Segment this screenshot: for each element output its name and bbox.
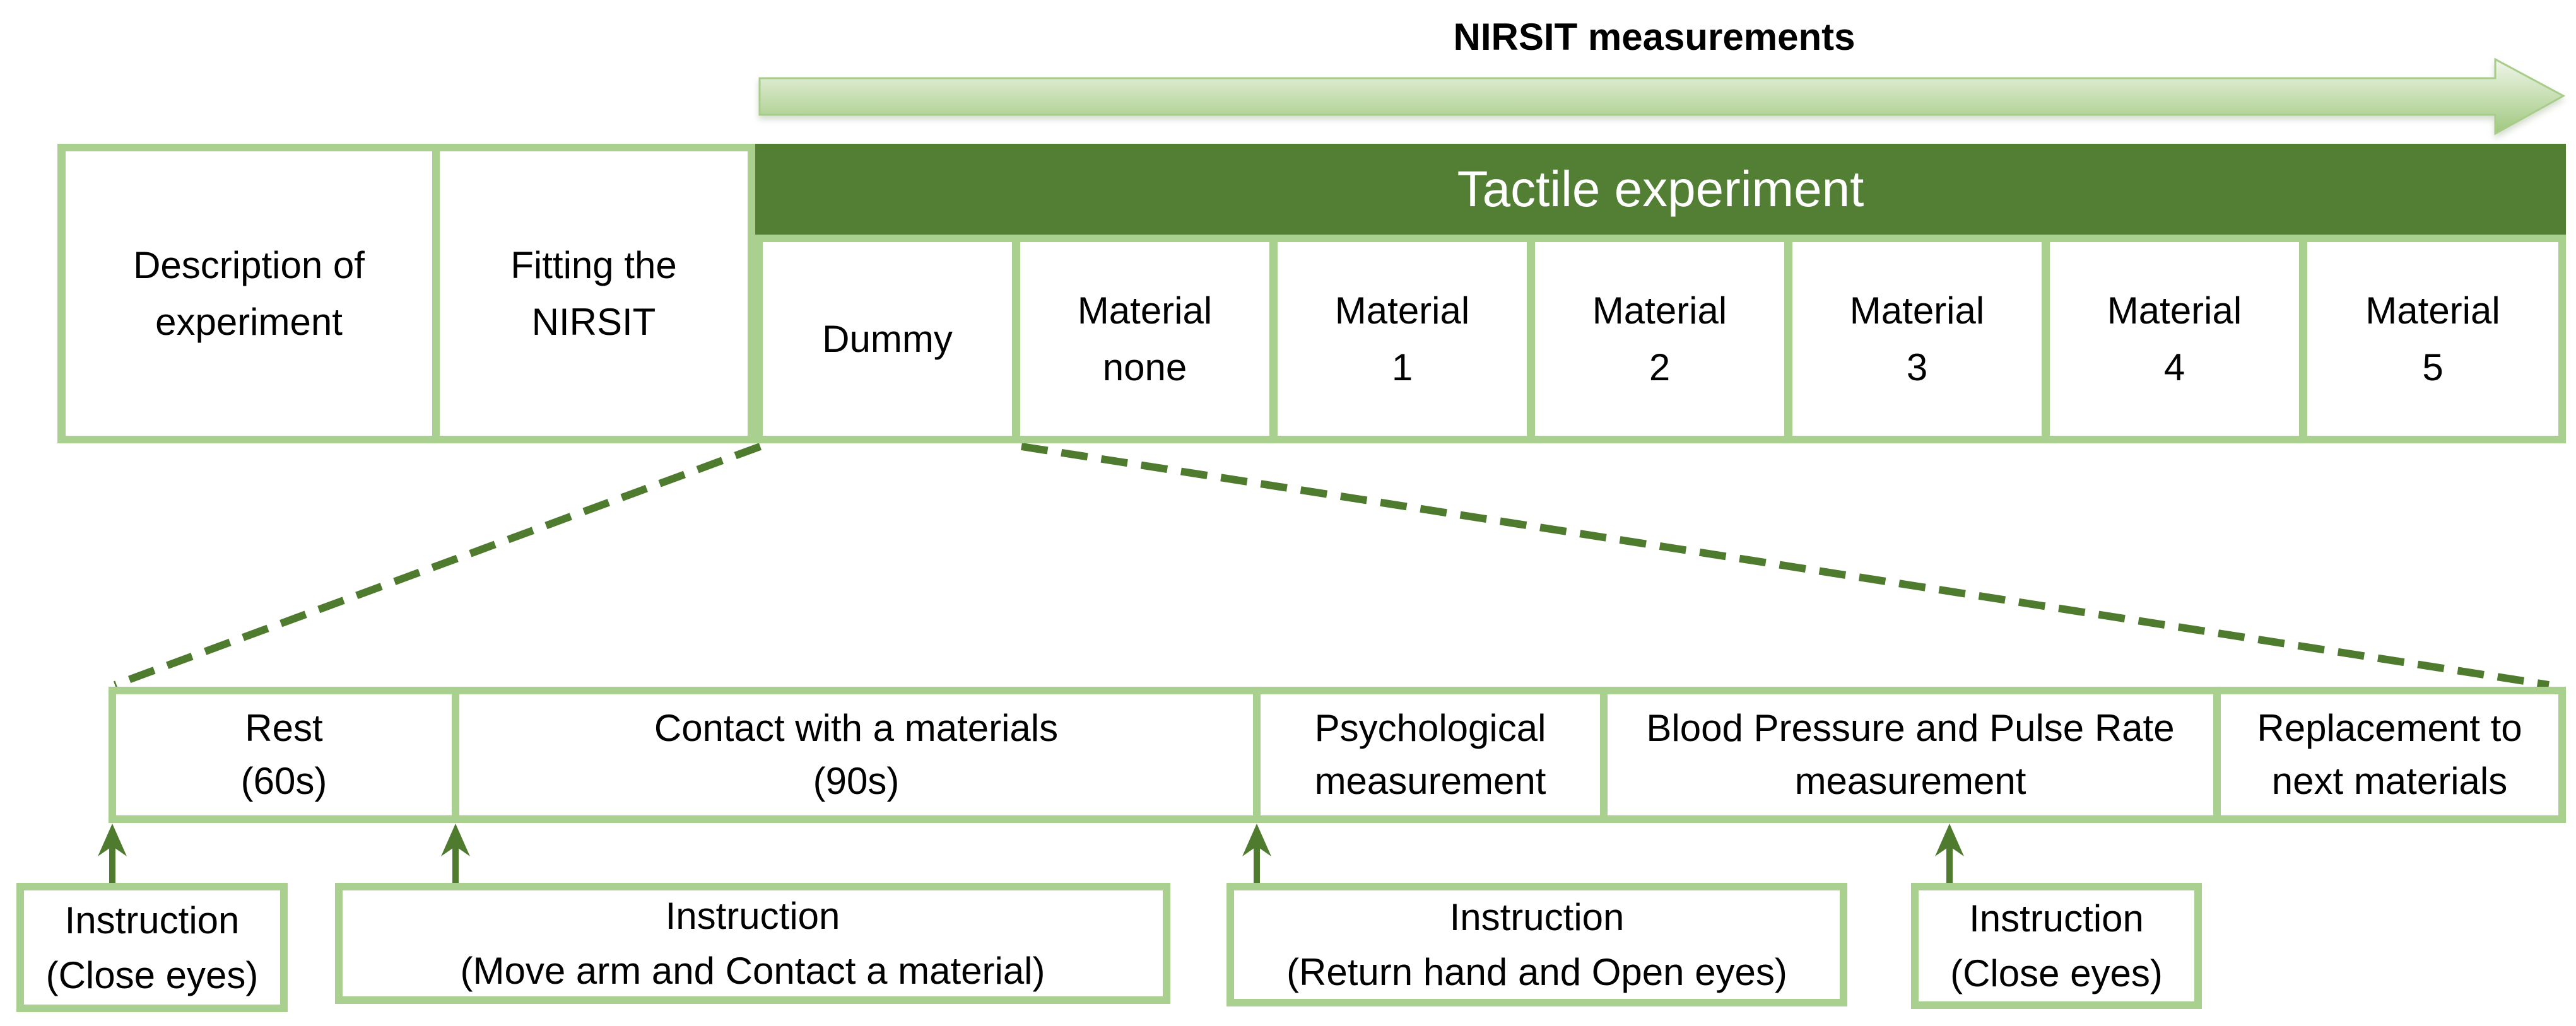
instruction-box-move-arm: Instruction (Move arm and Contact a mate… <box>335 883 1170 1004</box>
material-box-1: Material 1 <box>1278 242 1527 436</box>
instruction-box-close-eyes-2: Instruction (Close eyes) <box>1911 883 2202 1009</box>
diagram-title: NIRSIT measurements <box>1453 16 1856 58</box>
nirsit-measurements-arrow <box>758 57 2566 136</box>
material-box-2: Material 2 <box>1535 242 1784 436</box>
instruction-arrow-2 <box>441 824 470 883</box>
material-box-4: Material 4 <box>2050 242 2299 436</box>
phase-box-description: Description of experiment <box>66 151 432 436</box>
phase-box-fitting: Fitting the NIRSIT <box>440 151 748 436</box>
step-replacement: Replacement to next materials <box>2221 694 2558 815</box>
instruction-box-close-eyes-1: Instruction (Close eyes) <box>16 883 288 1012</box>
expand-dashed-line-left <box>113 443 762 689</box>
material-box-3: Material 3 <box>1792 242 2042 436</box>
step-psychological: Psychological measurement <box>1261 694 1600 815</box>
expand-dashed-line-right <box>1021 443 2550 689</box>
step-contact: Contact with a materials (90s) <box>459 694 1253 815</box>
instruction-box-return-hand: Instruction (Return hand and Open eyes) <box>1226 883 1847 1006</box>
material-box-5: Material 5 <box>2307 242 2558 436</box>
tactile-experiment-header: Tactile experiment <box>755 144 2566 235</box>
step-blood-pressure: Blood Pressure and Pulse Rate measuremen… <box>1608 694 2213 815</box>
instruction-arrow-1 <box>98 824 127 883</box>
material-box-none: Material none <box>1020 242 1269 436</box>
instruction-arrow-4 <box>1935 824 1964 883</box>
material-box-dummy: Dummy <box>763 242 1012 436</box>
instruction-arrow-3 <box>1242 824 1271 883</box>
step-rest: Rest (60s) <box>116 694 452 815</box>
